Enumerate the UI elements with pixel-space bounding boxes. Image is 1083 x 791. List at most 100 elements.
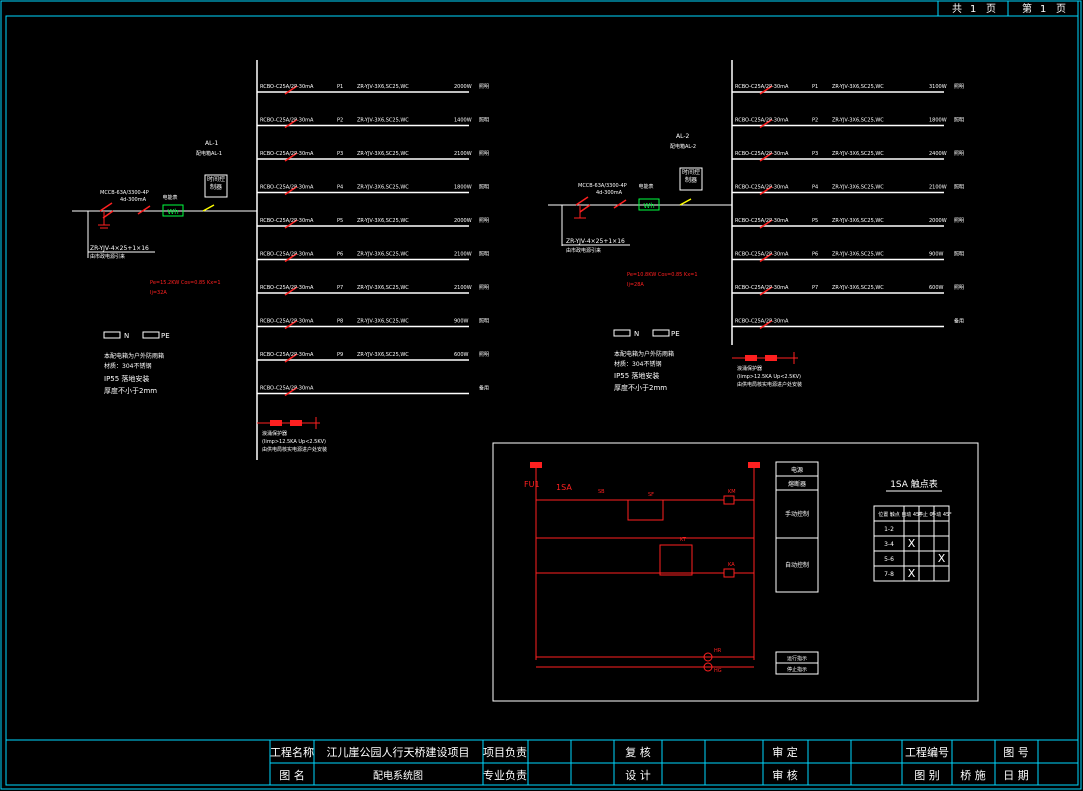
load-current: Ij=28A xyxy=(627,282,644,288)
circuit-power: 2000W xyxy=(929,218,947,224)
side-label-fuse: 熔断器 xyxy=(788,480,806,488)
title-block: 工程名称 江儿崖公园人行天桥建设项目 图 名 配电系统图 项目负责 专业负责 复… xyxy=(6,739,1078,785)
circuit-breaker-label: RCBO-C25A/2P-30mA xyxy=(260,151,314,157)
contact-table-contact: 5-6 xyxy=(884,556,894,563)
circuit-breaker-symbol xyxy=(284,286,298,296)
circuit-use: 照明 xyxy=(479,319,489,325)
timer-controller-label: 时间控制器 xyxy=(681,169,700,184)
circuit-cable: ZR-YJV-3X6,SC25,WC xyxy=(357,84,409,90)
control-circuit: FU1 1SA SB SF KM KA KT HR HG 电源 熔断器 手动控制… xyxy=(492,442,979,702)
contact-table-header: 位置 触点 xyxy=(878,511,900,518)
circuit-breaker-symbol xyxy=(759,85,773,95)
side-label-run: 运行指示 xyxy=(787,655,807,662)
circuit-use: 照明 xyxy=(479,151,489,157)
circuit-breaker-symbol xyxy=(284,353,298,363)
main-rcd-label: 4d-300mA xyxy=(120,197,147,203)
circuit-number: P1 xyxy=(337,84,343,90)
circuit-cable: ZR-YJV-3X6,SC25,WC xyxy=(832,252,884,258)
hr-lamp xyxy=(703,652,713,662)
circuit-use: 照明 xyxy=(954,84,964,90)
sf-label: SF xyxy=(648,492,654,498)
fuse-left xyxy=(530,462,542,468)
main-breaker-symbol xyxy=(98,202,114,229)
circuit-cable: ZR-YJV-3X6,SC25,WC xyxy=(832,218,884,224)
circuit-breaker-symbol xyxy=(759,152,773,162)
circuit-power: 2100W xyxy=(454,252,472,258)
circuit-breaker-label: RCBO-C25A/2P-30mA xyxy=(735,252,789,258)
circuit-use: 照明 xyxy=(954,118,964,124)
page-current-prefix: 第 xyxy=(1022,2,1032,15)
circuit-number: P8 xyxy=(337,319,343,325)
discipline-lead-label: 专业负责 xyxy=(483,768,527,782)
timer-contact xyxy=(679,198,692,206)
circuit-number: P3 xyxy=(812,151,818,157)
pe-label: PE xyxy=(161,332,170,340)
spd-note: 由供电局核实电源进户处安装 xyxy=(262,446,327,453)
side-label-auto: 自动控制 xyxy=(785,561,809,569)
circuit-cable: ZR-YJV-3X6,SC25,WC xyxy=(832,285,884,291)
contact-table-title: 1SA 触点表 xyxy=(890,478,938,490)
circuit-use: 照明 xyxy=(954,252,964,258)
circuit-power: 600W xyxy=(454,352,469,358)
hg-label: HG xyxy=(714,668,722,674)
circuit-number: P6 xyxy=(337,252,343,258)
circuit-cable: ZR-YJV-3X6,SC25,WC xyxy=(832,118,884,124)
main-breaker-label: MCCB-63A/3300-4P xyxy=(100,190,149,196)
pe-terminal xyxy=(652,329,670,337)
drawing-class-label: 图 别 xyxy=(914,769,940,782)
design-label: 设 计 xyxy=(625,769,651,782)
circuit-cable: ZR-YJV-3X6,SC25,WC xyxy=(357,218,409,224)
spd-device xyxy=(290,420,302,426)
circuit-breaker-symbol xyxy=(759,319,773,330)
project-value: 江儿崖公园人行天桥建设项目 xyxy=(327,745,470,759)
meter-title: 电能表 xyxy=(162,194,177,201)
timer-controller-box xyxy=(204,174,228,198)
load-info: Pe=15.2KW Cos=0.85 Kx=1 xyxy=(150,280,221,286)
sf-branch xyxy=(627,499,664,521)
n-label: N xyxy=(634,330,639,338)
circuit-breaker-label: RCBO-C25A/2P-30mA xyxy=(260,185,314,191)
meter-title: 电能表 xyxy=(638,183,653,190)
date-label: 日 期 xyxy=(1003,769,1029,782)
page-total-prefix: 共 xyxy=(952,3,962,15)
circuit-power: 2100W xyxy=(454,151,472,157)
page-current-suffix: 页 xyxy=(1056,3,1066,15)
circuit-use: 照明 xyxy=(479,218,489,224)
circuit-breaker-label: RCBO-C25A/2P-30mA xyxy=(735,84,789,90)
contact-table-contact: 1-2 xyxy=(884,526,894,533)
project-no-label: 工程编号 xyxy=(905,745,949,759)
circuit-use: 照明 xyxy=(479,252,489,258)
circuit-cable: ZR-YJV-3X6,SC25,WC xyxy=(832,84,884,90)
circuit-use: 照明 xyxy=(479,84,489,90)
review-label: 复 核 xyxy=(625,745,651,759)
main-breaker-label: MCCB-63A/3300-4P xyxy=(578,183,627,189)
spd-label: 浪涌保护器 xyxy=(262,430,287,437)
circuit-cable: ZR-YJV-3X6,SC25,WC xyxy=(357,285,409,291)
circuit-breaker-label: RCBO-C25A/2P-30mA xyxy=(735,218,789,224)
spd-breaker xyxy=(745,355,757,361)
circuit-breaker-label: RCBO-C25A/2P-30mA xyxy=(735,151,789,157)
circuit-breaker-symbol xyxy=(284,252,298,263)
circuit-power: 2100W xyxy=(929,185,947,191)
contact-table-contact: 7-8 xyxy=(884,571,894,578)
page-counter: 共 1 页 第 1 页 xyxy=(937,0,1079,17)
circuit-power: 2400W xyxy=(929,151,947,157)
incoming-cable: ZR-YJV-4×25+1×16 xyxy=(90,245,149,252)
ka-coil xyxy=(723,568,735,578)
circuit-breaker-symbol xyxy=(284,386,298,397)
approve-label: 审 定 xyxy=(772,745,798,759)
circuit-breaker-symbol xyxy=(759,185,773,196)
circuit-power: 900W xyxy=(929,252,944,258)
drawing-no-label: 图 号 xyxy=(1003,746,1029,759)
main-breaker-symbol xyxy=(574,196,591,219)
load-current: Ij=32A xyxy=(150,290,167,296)
circuit-breaker-label: RCBO-C25A/2P-30mA xyxy=(260,118,314,124)
circuit-breaker-label: RCBO-C25A/2P-30mA xyxy=(260,218,314,224)
contact-table-mark: X xyxy=(908,537,916,550)
meter-label: Wh xyxy=(167,208,178,216)
